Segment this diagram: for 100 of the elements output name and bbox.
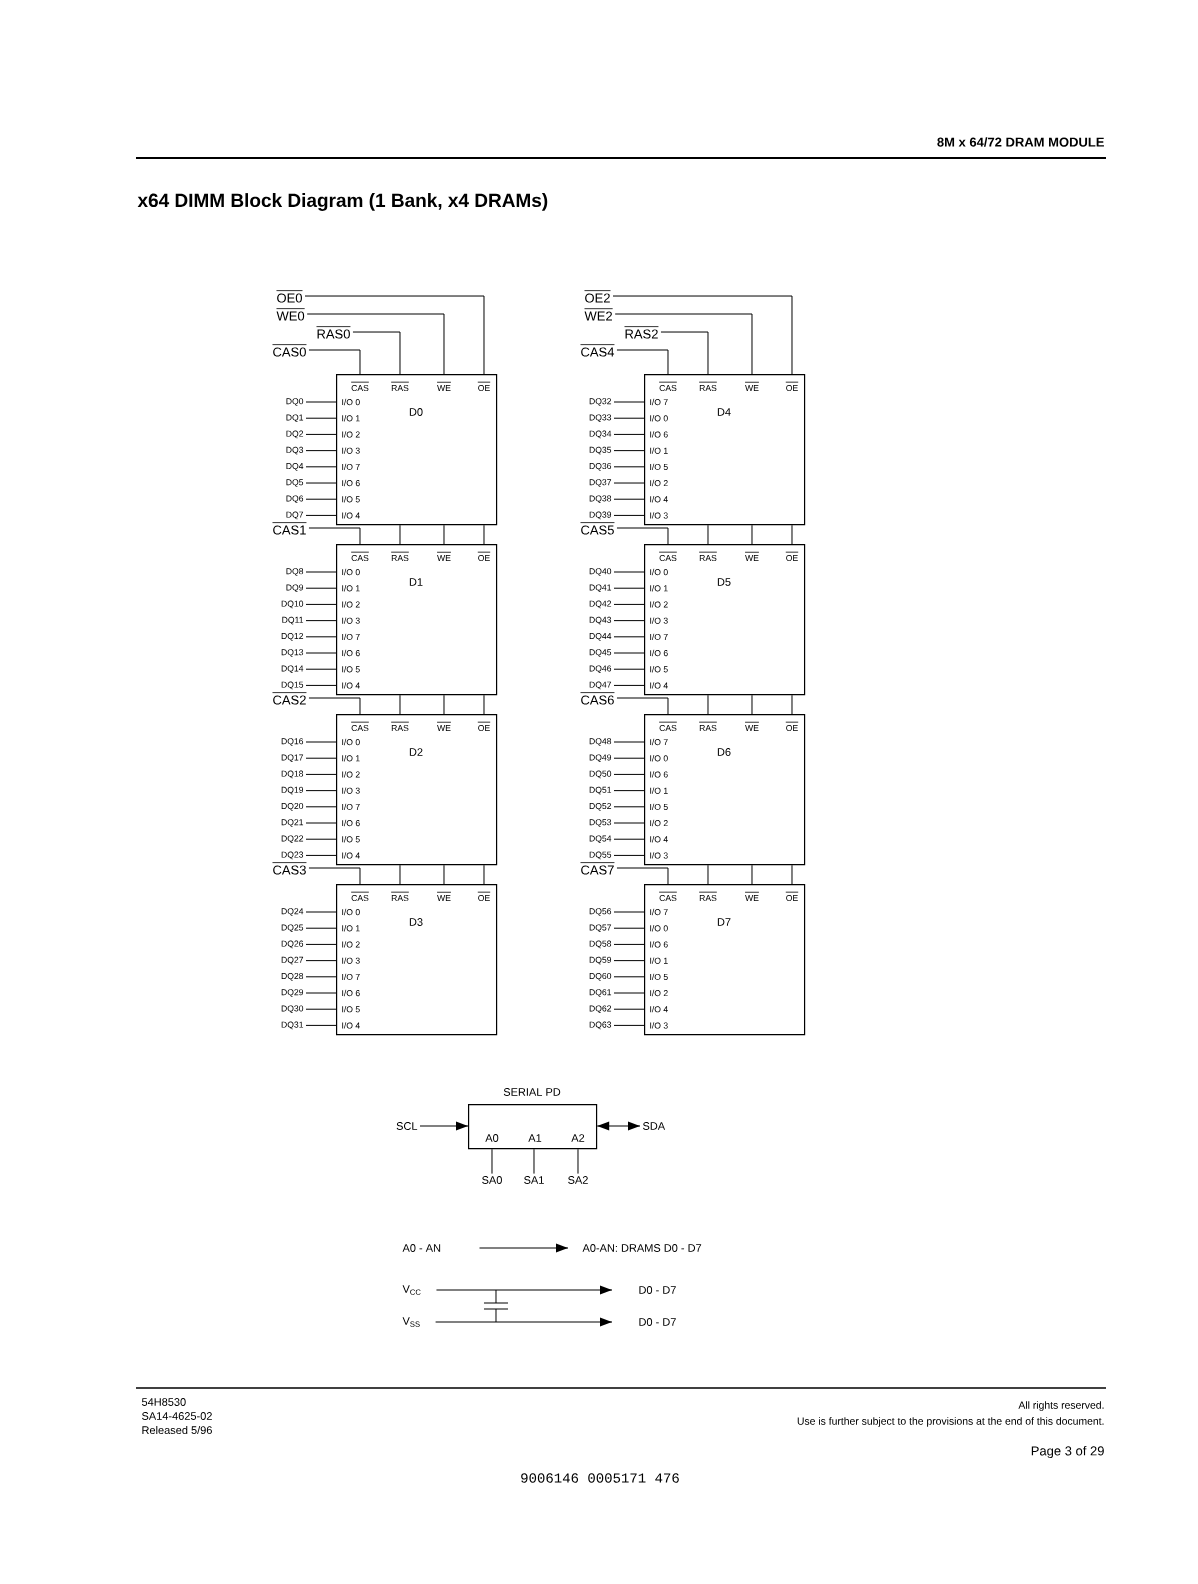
connector-line (305, 433, 337, 435)
connector-line (616, 867, 669, 885)
connector-line (707, 524, 709, 545)
connector-line (305, 960, 337, 962)
connector-line (612, 295, 793, 375)
connector-line (308, 697, 361, 715)
connector-line (751, 524, 753, 545)
connector-line (791, 864, 793, 885)
connector-line (443, 524, 445, 545)
connector-line (305, 620, 337, 622)
connector-line (305, 482, 337, 484)
connector-line (613, 773, 645, 775)
connector-line (613, 822, 645, 824)
connector-line (613, 838, 645, 840)
connector-line (305, 466, 337, 468)
arrow (479, 1243, 569, 1253)
connector-line (305, 652, 337, 654)
connector-line (613, 498, 645, 500)
connector-line (305, 401, 337, 403)
connector-line (399, 694, 401, 715)
connector-line (791, 694, 793, 715)
connector-line (308, 527, 361, 545)
connector-line (305, 757, 337, 759)
arrow (435, 1317, 613, 1327)
connector-line (613, 854, 645, 856)
connector-line (443, 864, 445, 885)
connector-line (305, 603, 337, 605)
connector-line (613, 401, 645, 403)
connector-line (707, 694, 709, 715)
connector-line (616, 349, 669, 375)
connector-line (305, 514, 337, 516)
connector-line (613, 620, 645, 622)
connector-line (305, 498, 337, 500)
connector-line (751, 864, 753, 885)
connector-line (613, 450, 645, 452)
connector-line (305, 668, 337, 670)
connector-line (305, 943, 337, 945)
connector-line (305, 806, 337, 808)
arrow (596, 1121, 641, 1131)
diagram-title: x64 DIMM Block Diagram (1 Bank, x4 DRAMs) (137, 193, 548, 211)
connector-line (305, 854, 337, 856)
connector-line (613, 668, 645, 670)
connector-line (305, 1008, 337, 1010)
connector-line (614, 313, 753, 375)
connector-line (305, 450, 337, 452)
connector-line (305, 773, 337, 775)
connector-line (613, 741, 645, 743)
connector-line (613, 1024, 645, 1026)
connector-line (443, 694, 445, 715)
connector-line (533, 1148, 535, 1175)
connector-line (616, 697, 669, 715)
connector-line (305, 636, 337, 638)
connector-line (613, 943, 645, 945)
connector-line (483, 864, 485, 885)
connector-line (613, 1008, 645, 1010)
connector-line (613, 806, 645, 808)
connector-line (577, 1148, 579, 1175)
connector-line (306, 313, 445, 375)
connector-line (308, 349, 361, 375)
connector-line (613, 992, 645, 994)
connector-line (305, 741, 337, 743)
connector-line (305, 976, 337, 978)
connector-line (613, 482, 645, 484)
connector-line (483, 694, 485, 715)
connector-line (399, 524, 401, 545)
connector-line (613, 911, 645, 913)
connector-line (616, 527, 669, 545)
connector-line (613, 976, 645, 978)
connector-line (305, 822, 337, 824)
connector-line (613, 603, 645, 605)
connector-line (399, 864, 401, 885)
connector-line (483, 524, 485, 545)
connector-line (613, 684, 645, 686)
connector-line (305, 927, 337, 929)
connector-line (613, 571, 645, 573)
connector-line (613, 757, 645, 759)
connector-line (305, 1024, 337, 1026)
connector-line (613, 790, 645, 792)
connector-line (305, 790, 337, 792)
connector-line (613, 433, 645, 435)
connector-line (791, 524, 793, 545)
connector-line (613, 587, 645, 589)
connector-line (352, 331, 401, 375)
connector-line (305, 587, 337, 589)
connector-line (660, 331, 709, 375)
connector-line (751, 694, 753, 715)
connector-line (613, 514, 645, 516)
connector-line (707, 864, 709, 885)
connector-line (613, 636, 645, 638)
connector-line (613, 466, 645, 468)
connector-line (613, 960, 645, 962)
connector-line (305, 911, 337, 913)
connector-line (491, 1148, 493, 1175)
connector-line (305, 571, 337, 573)
connector-line (308, 867, 361, 885)
connector-line (305, 992, 337, 994)
connector-line (304, 295, 485, 375)
connector-line (305, 417, 337, 419)
arrow (435, 1285, 613, 1295)
connector-line (305, 684, 337, 686)
